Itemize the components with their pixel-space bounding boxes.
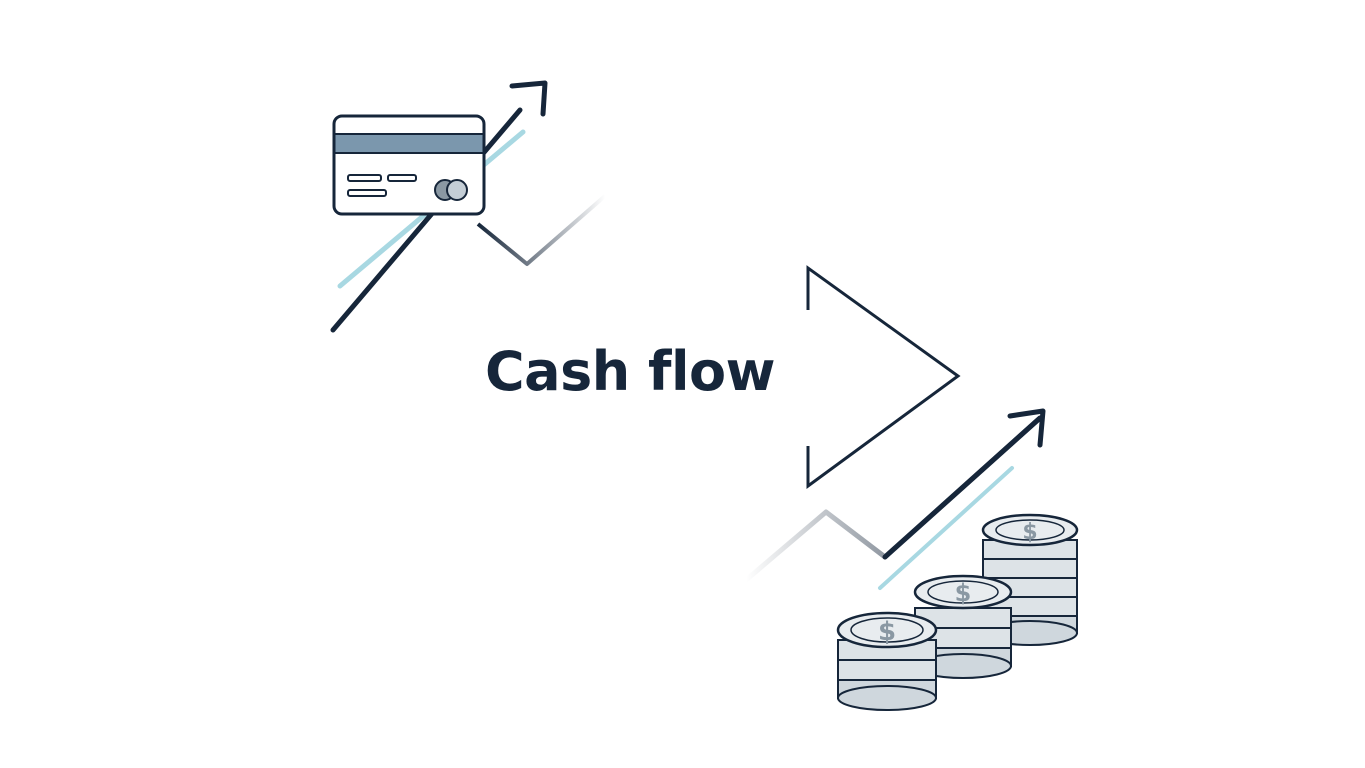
bottom-trend-line	[744, 408, 1046, 590]
arrow-up-icon	[1007, 408, 1046, 448]
top-trend-line	[330, 80, 607, 333]
dollar-sign-icon: $	[955, 579, 972, 607]
coin-stack-icon: $ $ $	[836, 513, 1079, 711]
coin-stack-right: $	[981, 513, 1079, 646]
coin-stack-front: $	[836, 611, 938, 711]
coin-stack-middle: $	[913, 574, 1013, 679]
cash-flow-title: Cash flow	[485, 340, 775, 403]
flow-arrow	[370, 265, 961, 489]
arrow-up-icon	[509, 80, 548, 117]
dollar-sign-icon: $	[878, 617, 896, 647]
dollar-sign-icon: $	[1022, 520, 1037, 545]
credit-card-icon	[332, 114, 486, 216]
